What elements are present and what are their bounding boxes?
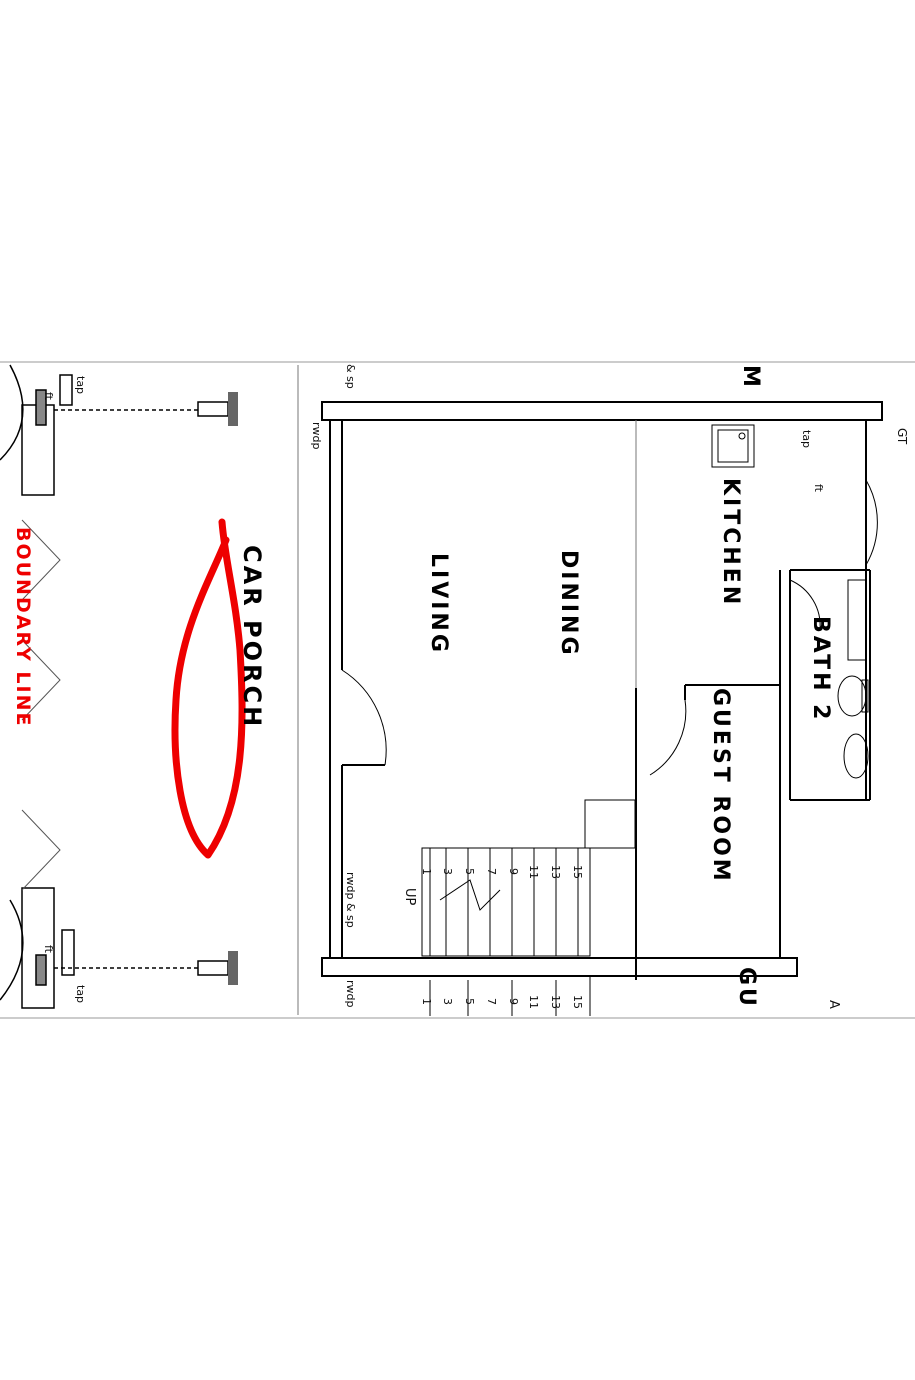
boundary-gate-top <box>0 364 200 496</box>
stair-number: 11 <box>527 865 540 879</box>
annotation-ft-bottom-left: ft <box>42 945 55 953</box>
stair-number: 5 <box>463 868 476 875</box>
stair-number: 7 <box>485 868 498 875</box>
annotation-tap-bottom-left: tap <box>74 985 87 1004</box>
annotation-gt: GT <box>895 428 909 445</box>
room-label-bath-2: BATH 2 <box>808 616 833 723</box>
annotation-ft-top-left: ft <box>42 392 55 400</box>
annotation-ft-kitchen: ft <box>812 484 825 492</box>
room-label-guest-room: GUEST ROOM <box>708 688 733 884</box>
room-label-living: LIVING <box>426 553 451 655</box>
stair-number: 13 <box>549 995 562 1009</box>
boundary-line-label: BOUNDARY LINE <box>12 527 34 728</box>
room-label-guest-room-partial: GU <box>734 967 759 1009</box>
annotation-sp-top: & sp <box>344 364 357 389</box>
stair-number: 3 <box>441 868 454 875</box>
annotation-a-partial: A <box>826 1000 841 1009</box>
room-label-dining: DINING <box>556 550 581 658</box>
door-arcs <box>341 479 878 776</box>
annotation-up: UP <box>402 888 417 906</box>
gate-posts <box>197 392 238 985</box>
stair-number: 5 <box>463 998 476 1005</box>
stair-number: 9 <box>507 998 520 1005</box>
room-label-kitchen: KITCHEN <box>718 478 743 608</box>
bath-fixtures <box>837 579 869 779</box>
room-label-top-partial: M <box>738 365 763 390</box>
annotation-tap-kitchen: tap <box>800 430 813 449</box>
stair-number: 1 <box>420 998 433 1005</box>
annotation-rwdp-sp-mid: rwdp & sp <box>344 872 357 928</box>
stair-number: 7 <box>485 998 498 1005</box>
stair-number: 11 <box>527 995 540 1009</box>
boundary-zigzag <box>21 519 61 891</box>
stair-number: 15 <box>571 995 584 1009</box>
stair-number: 3 <box>441 998 454 1005</box>
annotation-rwdp-lower: rwdp <box>344 980 357 1008</box>
boundary-gate-bottom <box>0 887 200 1009</box>
annotation-tap-top-left: tap <box>74 376 87 395</box>
stair-number: 15 <box>571 865 584 879</box>
stair-number: 1 <box>420 868 433 875</box>
plan-frame <box>0 361 915 1019</box>
annotation-rwdp-top: rwdp <box>310 422 323 450</box>
staircase-lower <box>429 976 591 1016</box>
stair-number: 9 <box>507 868 520 875</box>
kitchen-sink <box>711 424 755 468</box>
room-label-car-porch: CAR PORCH <box>238 545 266 730</box>
stair-number: 13 <box>549 865 562 879</box>
red-markup-loop <box>171 518 246 859</box>
staircase-upper <box>421 799 636 957</box>
